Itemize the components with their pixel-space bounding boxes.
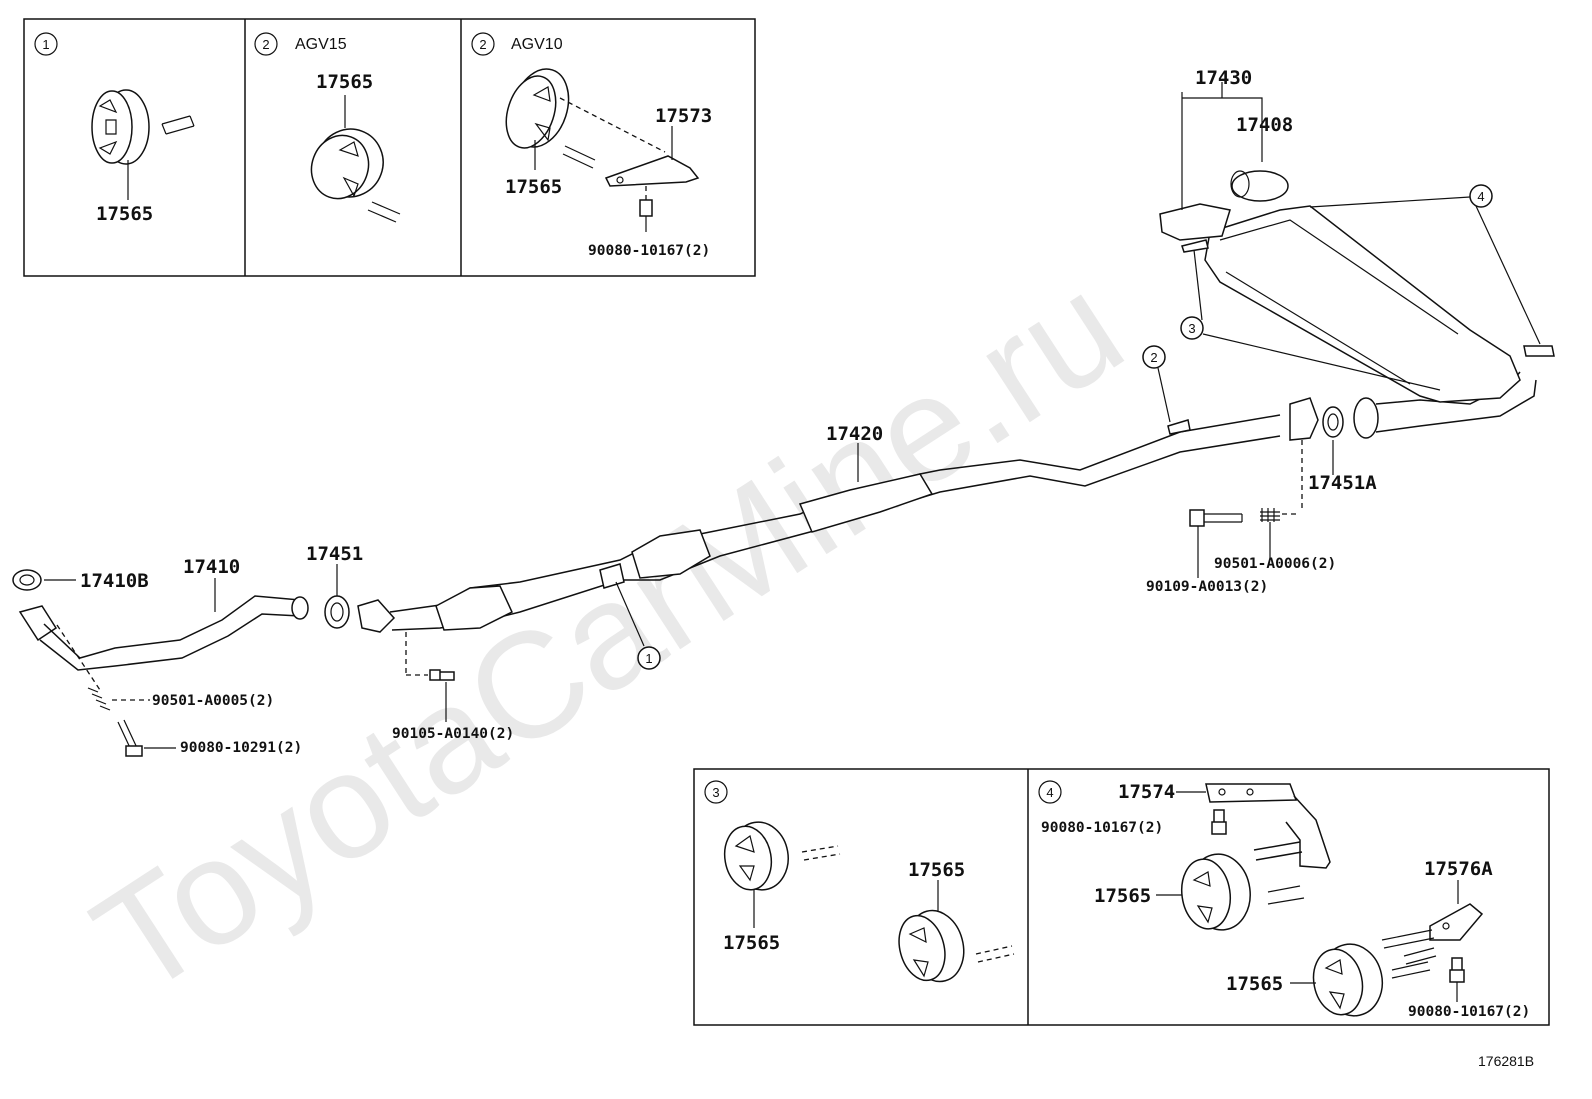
bolt-icon (1211, 809, 1227, 835)
rear-gasket-label: 17451A (1308, 472, 1377, 494)
detail-4-bracket-label: 17574 (1118, 781, 1175, 803)
detail-2a-number: 2 (262, 37, 269, 52)
bracket-icon (604, 155, 700, 187)
rubber-hanger-icon (91, 89, 150, 165)
detail-4-bracket2-label: 17576A (1424, 858, 1493, 880)
svg-text:4: 4 (1046, 785, 1053, 800)
detail-1: 1 17565 (34, 32, 195, 225)
front-gasket-label: 17410B (80, 570, 149, 592)
callout-3: 3 (1180, 249, 1441, 391)
diagram-code: 176281B (1478, 1053, 1534, 1069)
detail-2a-variant: AGV15 (295, 36, 347, 53)
detail-4: 4 17574 90080-10167(2) 17565 17576A (1038, 780, 1530, 1020)
tail-assy-label: 17430 (1195, 67, 1252, 89)
detail-2b-bracket-label: 17573 (655, 105, 712, 127)
spring-rear-label: 90501-A0006(2) (1214, 556, 1336, 572)
top-detail-frame (23, 18, 756, 277)
front-gasket: 17410B (12, 569, 149, 592)
mid-gasket-label: 17451 (306, 543, 363, 565)
detail-1-part-label: 17565 (96, 203, 153, 225)
rubber-hanger-icon (310, 128, 384, 200)
bolt-mid-icon: 90105-A0140(2) (392, 632, 514, 742)
detail-3-left-label: 17565 (723, 932, 780, 954)
svg-text:1: 1 (645, 651, 652, 666)
rubber-hanger-icon (1180, 853, 1251, 931)
bolt-icon (1449, 957, 1465, 1002)
bolt-icon (639, 186, 653, 232)
bolt-mid-label: 90105-A0140(2) (392, 726, 514, 742)
rubber-hanger-icon (505, 68, 570, 149)
bracket-icon (1381, 903, 1484, 965)
front-pipe-label: 17410 (183, 556, 240, 578)
svg-text:4: 4 (1477, 189, 1484, 204)
detail-3-right-label: 17565 (908, 859, 965, 881)
callout-1: 1 (599, 563, 661, 670)
detail-2b-number: 2 (479, 37, 486, 52)
bolt-rear-icon: 90109-A0013(2) (1146, 509, 1268, 595)
detail-2b-variant: AGV10 (511, 36, 563, 53)
mid-gasket: 17451 (306, 543, 363, 629)
tail-muffler-assembly: 17430 17408 (1159, 67, 1555, 439)
detail-2-agv15: 2 AGV15 17565 (254, 32, 401, 223)
detail-2b-hanger-label: 17565 (505, 176, 562, 198)
center-pipe-label: 17420 (826, 423, 883, 445)
bolt-front-label: 90080-10291(2) (180, 740, 302, 756)
detail-3: 3 17565 17565 (704, 780, 1015, 983)
rubber-hanger-icon (723, 821, 789, 891)
spring-front-label: 90501-A0005(2) (152, 693, 274, 709)
detail-2b-bolt-label: 90080-10167(2) (588, 243, 710, 259)
svg-text:3: 3 (712, 785, 719, 800)
detail-4-hanger-top-label: 17565 (1094, 885, 1151, 907)
svg-text:2: 2 (1150, 350, 1157, 365)
detail-4-hanger-bottom-label: 17565 (1226, 973, 1283, 995)
svg-text:3: 3 (1188, 321, 1195, 336)
detail-4-bolt-top-label: 90080-10167(2) (1041, 820, 1163, 836)
rubber-hanger-icon (1312, 943, 1384, 1017)
center-pipe: 17420 (357, 397, 1319, 633)
front-pipe: 17410 (18, 556, 309, 671)
rubber-hanger-icon (898, 909, 965, 983)
bolt-rear-label: 90109-A0013(2) (1146, 579, 1268, 595)
bolt-front-icon: 90080-10291(2) (117, 719, 302, 757)
detail-4-bolt-bottom-label: 90080-10167(2) (1408, 1004, 1530, 1020)
watermark: ToyotaCarMine.ru (66, 241, 1150, 1027)
rear-gasket: 17451A (1308, 406, 1377, 494)
tail-tip-label: 17408 (1236, 114, 1293, 136)
detail-1-number: 1 (42, 37, 49, 52)
bottom-detail-frame (693, 768, 1550, 1026)
callout-4: 4 (1309, 184, 1541, 345)
detail-2-agv10: 2 AGV10 17573 17565 90080-10167(2) (471, 32, 712, 259)
spring-rear-icon: 90501-A0006(2) (1214, 508, 1336, 572)
callout-2: 2 (1142, 345, 1191, 435)
bracket-icon (1205, 783, 1331, 869)
detail-2a-part-label: 17565 (316, 71, 373, 93)
spring-front-icon: 90501-A0005(2) (87, 687, 274, 711)
